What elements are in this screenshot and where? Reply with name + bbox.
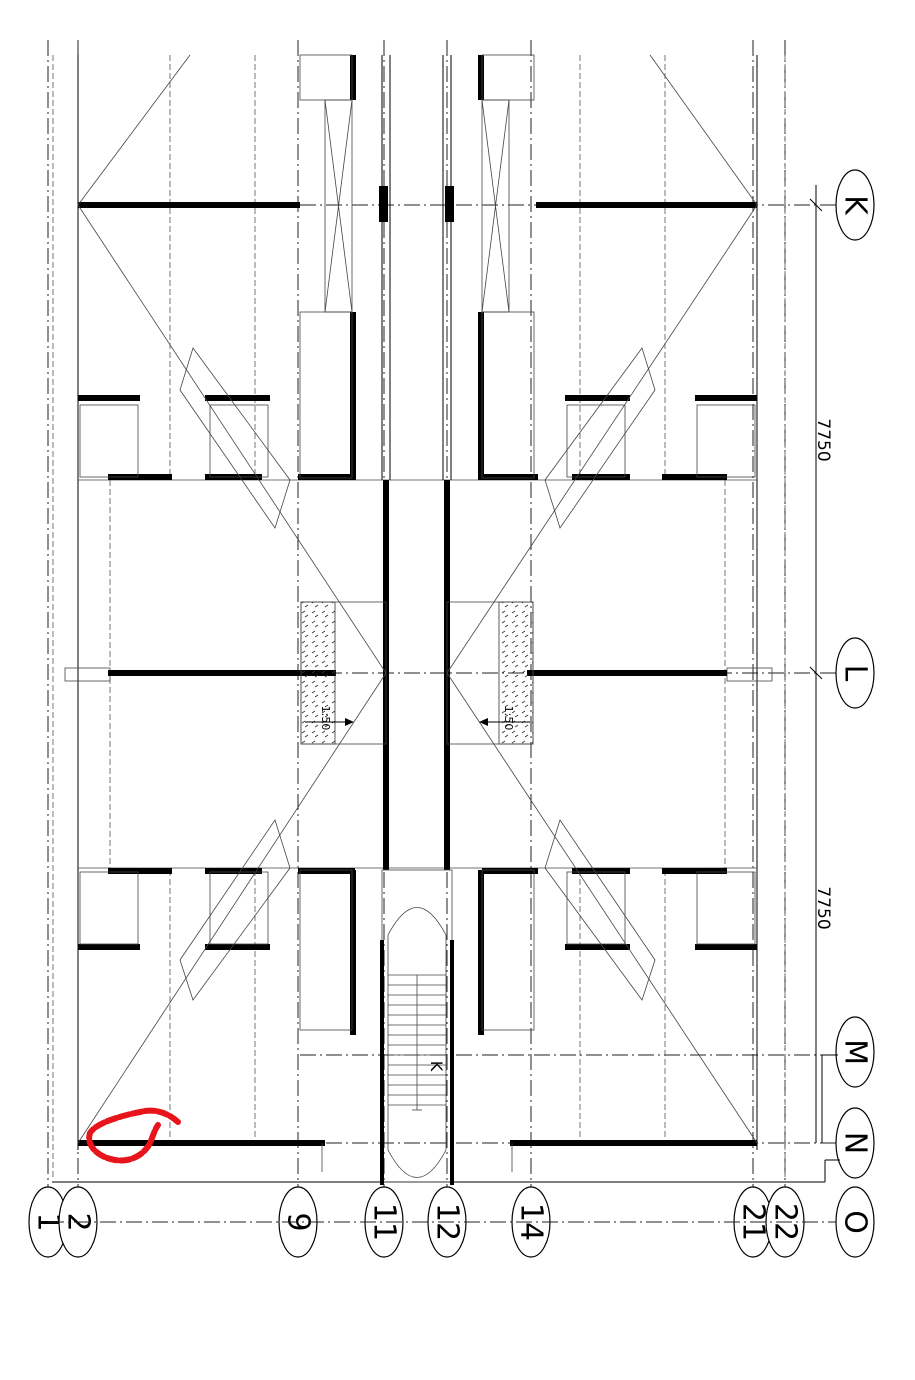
shafts (299, 54, 535, 1172)
structural-walls (78, 55, 757, 1146)
stair-direction-label: K (427, 1061, 446, 1072)
grid-label-l: L (838, 665, 873, 682)
stair-landings (300, 601, 534, 745)
door-swing-markers (79, 347, 756, 1001)
staircase (380, 869, 454, 1185)
stair-scale-label-right: 1:50 (502, 706, 515, 731)
grid-bubble-n (835, 1107, 875, 1179)
grid-bubble-l (835, 637, 875, 709)
stair-scale-label-left: 1:50 (319, 706, 332, 731)
grid-label-k: K (838, 195, 873, 216)
grid-label-n: N (838, 1132, 873, 1154)
grid-label-m: M (838, 1039, 873, 1065)
dimension-chain: 7750 7750 (809, 185, 840, 1182)
central-corridor (381, 55, 452, 870)
grid-label-o: O (838, 1210, 873, 1234)
stair-annotations: 1:50 1:50 K (305, 706, 530, 1072)
room-diagonals (77, 54, 758, 1144)
grid-bubble-m (835, 1016, 875, 1088)
dimension-text-1: 7750 (813, 418, 833, 461)
grid-bubble-k (835, 169, 875, 241)
dimension-text-2: 7750 (813, 886, 833, 929)
building-outline (52, 55, 825, 1183)
red-annotation-mark (86, 1107, 181, 1164)
